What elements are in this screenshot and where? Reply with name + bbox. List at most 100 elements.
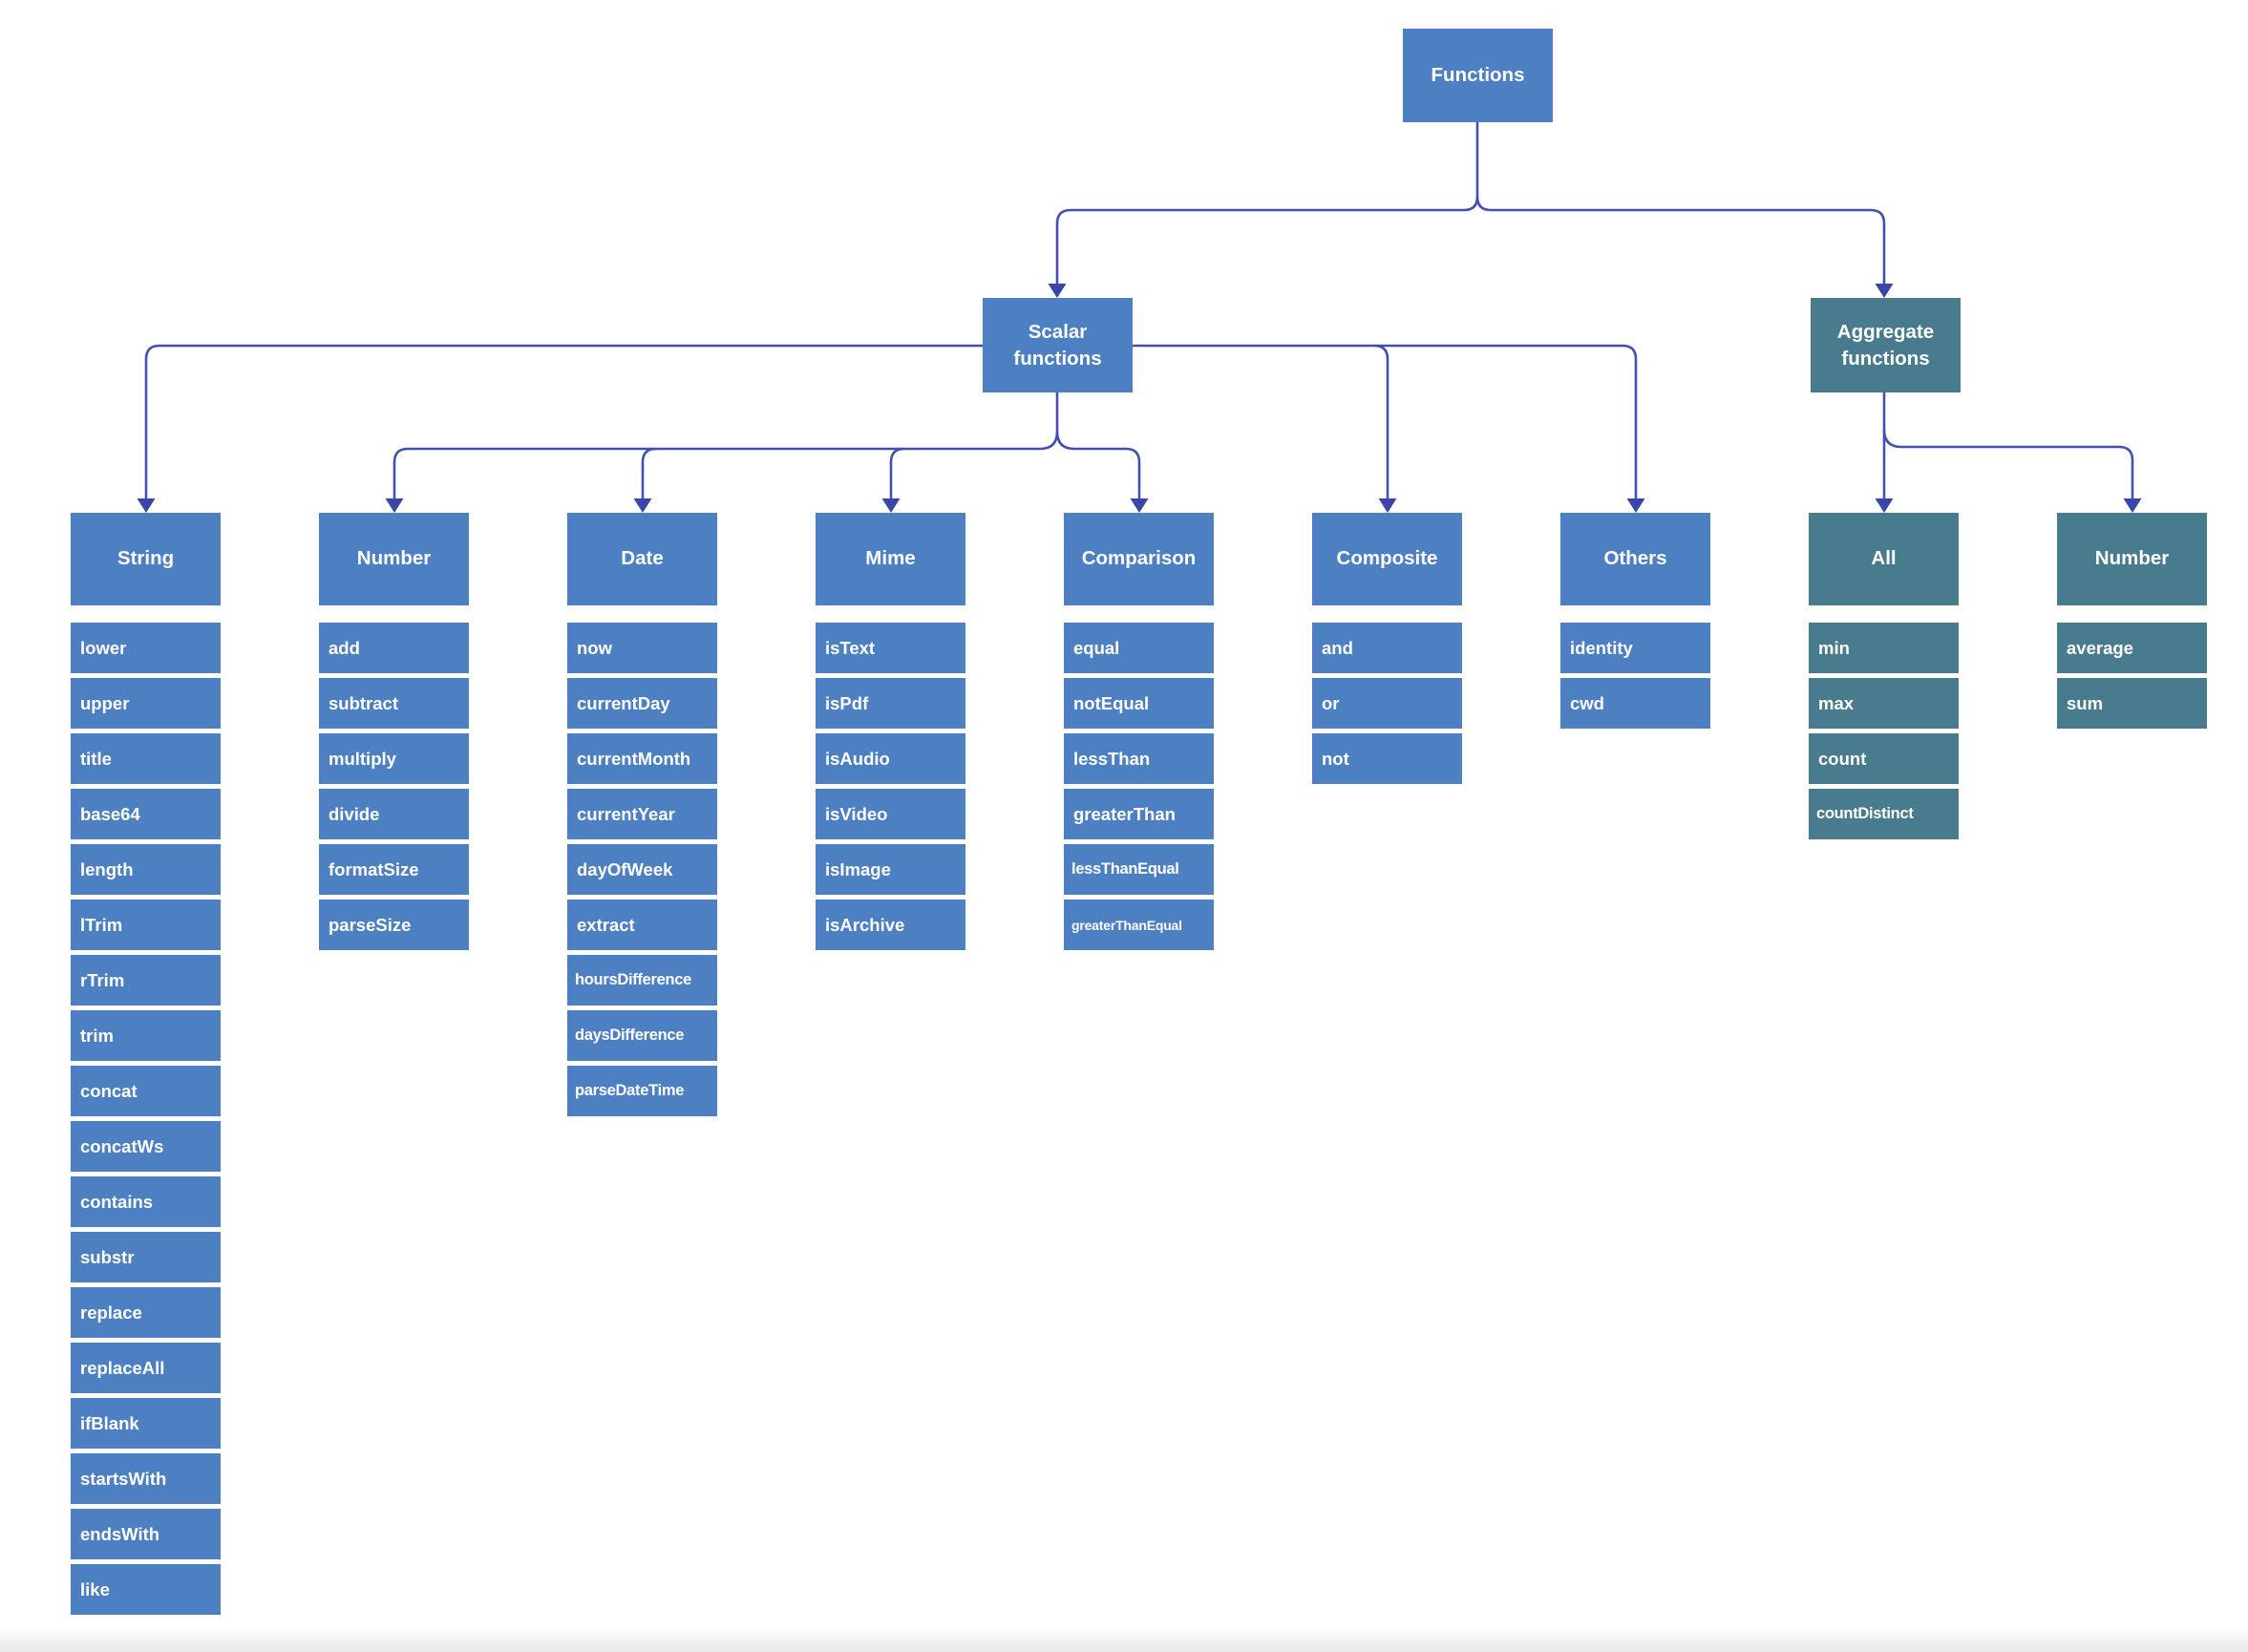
arrowhead — [1875, 284, 1894, 298]
connector-scalar-to-mime — [889, 447, 905, 498]
function-node-hoursdifference: hoursDifference — [567, 955, 717, 1006]
function-node-extract: extract — [567, 900, 717, 950]
function-node-isvideo: isVideo — [816, 789, 965, 839]
arrowhead — [881, 498, 901, 513]
function-node-notequal: notEqual — [1064, 678, 1214, 729]
function-node-isimage: isImage — [816, 844, 965, 895]
arrowhead — [137, 498, 156, 513]
function-node-divide: divide — [319, 789, 469, 839]
function-node-daysdifference: daysDifference — [567, 1010, 717, 1061]
function-node-countdistinct: countDistinct — [1809, 789, 1959, 839]
node-functions: Functions — [1403, 29, 1553, 122]
function-node-add: add — [319, 623, 469, 673]
connector-scalar-to-composite — [1373, 344, 1389, 498]
function-node-concatws: concatWs — [71, 1121, 221, 1172]
function-node-isarchive: isArchive — [816, 900, 965, 950]
function-node-title: title — [71, 733, 221, 784]
function-node-lessthanequal: lessThanEqual — [1064, 844, 1214, 895]
function-node-currentday: currentDay — [567, 678, 717, 729]
arrowhead — [385, 498, 404, 513]
arrowhead — [1048, 284, 1067, 298]
function-node-base64: base64 — [71, 789, 221, 839]
function-node-replaceall: replaceAll — [71, 1343, 221, 1393]
connector-aggregate-to-number — [1882, 429, 2134, 498]
function-node-replace: replace — [71, 1287, 221, 1338]
category-node-others: Others — [1560, 513, 1710, 605]
function-node-lower: lower — [71, 623, 221, 673]
function-node-lessthan: lessThan — [1064, 733, 1214, 784]
function-node-length: length — [71, 844, 221, 895]
canvas-bottom-shadow — [0, 1627, 2248, 1652]
function-node-upper: upper — [71, 678, 221, 729]
category-node-date: Date — [567, 513, 717, 605]
function-node-multiply: multiply — [319, 733, 469, 784]
function-node-rtrim: rTrim — [71, 955, 221, 1006]
function-node-dayofweek: dayOfWeek — [567, 844, 717, 895]
function-node-greaterthan: greaterThan — [1064, 789, 1214, 839]
arrowhead — [1130, 498, 1149, 513]
function-node-formatsize: formatSize — [319, 844, 469, 895]
category-node-string: String — [71, 513, 221, 605]
node-aggregate-functions: Aggregate functions — [1811, 298, 1961, 392]
connector-scalar-to-comparison — [1074, 447, 1141, 498]
connector-functions-to-aggregate — [1475, 196, 1886, 284]
function-node-count: count — [1809, 733, 1959, 784]
function-node-min: min — [1809, 623, 1959, 673]
category-node-number: Number — [319, 513, 469, 605]
category-node-comparison: Comparison — [1064, 513, 1214, 605]
connector-scalar-to-others — [1133, 344, 1638, 498]
arrowhead — [2123, 498, 2142, 513]
function-node-cwd: cwd — [1560, 678, 1710, 729]
arrowhead — [1378, 498, 1397, 513]
function-node-ltrim: lTrim — [71, 900, 221, 950]
function-node-currentyear: currentYear — [567, 789, 717, 839]
function-node-parsesize: parseSize — [319, 900, 469, 950]
function-node-not: not — [1312, 733, 1462, 784]
function-node-currentmonth: currentMonth — [567, 733, 717, 784]
connector-scalar-to-date — [641, 447, 657, 498]
connector-functions-to-scalar — [1055, 196, 1479, 284]
function-node-now: now — [567, 623, 717, 673]
function-node-startswith: startsWith — [71, 1453, 221, 1504]
function-node-istext: isText — [816, 623, 965, 673]
function-node-contains: contains — [71, 1176, 221, 1227]
connector-scalar-to-number — [392, 447, 1040, 498]
function-node-equal: equal — [1064, 623, 1214, 673]
function-node-and: and — [1312, 623, 1462, 673]
function-node-concat: concat — [71, 1066, 221, 1116]
function-node-substr: substr — [71, 1232, 221, 1282]
function-node-parsedatetime: parseDateTime — [567, 1066, 717, 1116]
arrowhead — [1875, 498, 1894, 513]
function-node-greaterthanequal: greaterThanEqual — [1064, 900, 1214, 950]
function-node-or: or — [1312, 678, 1462, 729]
function-node-average: average — [2057, 623, 2207, 673]
function-node-trim: trim — [71, 1010, 221, 1061]
connector-scalar-to-string — [144, 344, 983, 498]
function-node-subtract: subtract — [319, 678, 469, 729]
arrowhead — [1626, 498, 1645, 513]
category-node-composite: Composite — [1312, 513, 1462, 605]
category-node-number: Number — [2057, 513, 2207, 605]
function-node-max: max — [1809, 678, 1959, 729]
function-node-like: like — [71, 1564, 221, 1615]
function-node-isaudio: isAudio — [816, 733, 965, 784]
category-node-mime: Mime — [816, 513, 965, 605]
connector-scalar-trunk-right — [1055, 431, 1075, 451]
node-scalar-functions: Scalar functions — [983, 298, 1133, 392]
